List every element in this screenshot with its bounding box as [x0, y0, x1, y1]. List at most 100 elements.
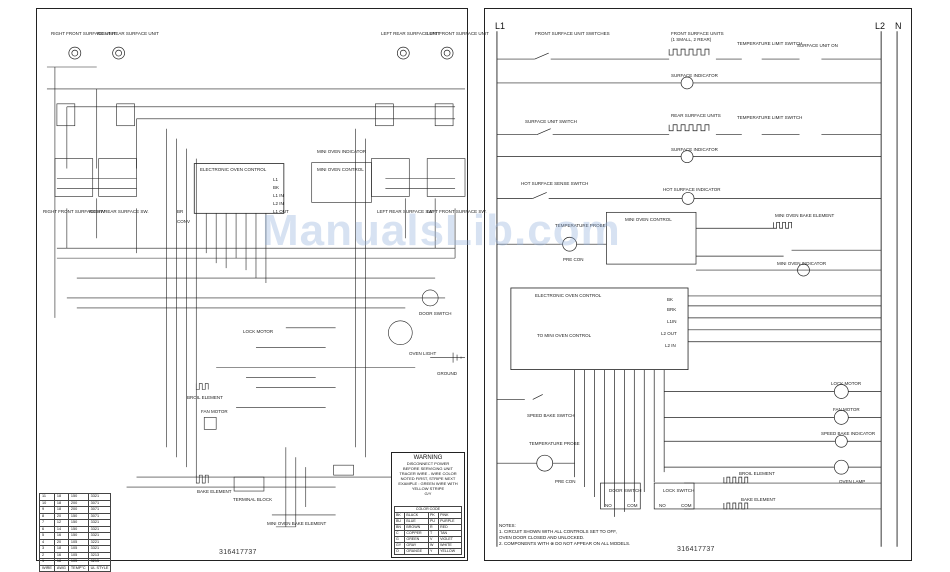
- hot-surface-switch-label: HOT SURFACE SENSE SWITCH: [521, 181, 589, 186]
- warning-line: DISCONNECT POWER: [406, 461, 450, 466]
- rr-element-label: RIGHT REAR SURFACE UNIT: [97, 31, 159, 36]
- gauge-cell: 3321: [87, 519, 112, 527]
- mini-indicator-label: MINI OVEN INDICATOR: [777, 261, 827, 266]
- warning-line: YELLOW STRIPE: [411, 486, 445, 491]
- rail-n: N: [895, 21, 902, 31]
- lr-switch-label: LEFT REAR SURFACE SW.: [377, 209, 434, 214]
- warning-line: BEFORE SERVICING UNIT: [403, 466, 453, 471]
- lock-switch-label: LOCK SWITCH: [663, 488, 695, 493]
- wiring-schematic: [46, 46, 466, 528]
- color-code-cell: ORANGE: [404, 548, 429, 555]
- front-switch-label: FRONT SURFACE UNIT SWITCHES: [535, 31, 610, 36]
- gauge-cell: 12: [53, 519, 69, 527]
- rail-l1: L1: [495, 21, 506, 31]
- gauge-cell: 20: [53, 512, 69, 520]
- ladder-schematic: [496, 31, 898, 547]
- fan-motor-label: FAN MOTOR: [201, 409, 228, 414]
- broil-element-label: BROIL ELEMENT: [187, 395, 223, 400]
- door-no-label: NO: [605, 503, 612, 508]
- notes-title: NOTES:: [499, 523, 516, 528]
- mini-bake-label: MINI OVEN BAKE ELEMENT: [775, 213, 835, 218]
- temp-probe-label-1: TEMPERATURE PROBE: [555, 223, 606, 228]
- lock-com-label: COM: [681, 503, 692, 508]
- gauge-cell: 3215: [87, 558, 112, 566]
- gauge-cell: 16: [53, 532, 69, 540]
- rear-units-label: REAR SURFACE UNITS: [671, 113, 721, 118]
- rf-element-label: RIGHT FRONT SURFACE UNIT: [51, 31, 116, 36]
- mini-oven-control-label: MINI OVEN CONTROL: [625, 217, 672, 222]
- eoc-term-bk: BK: [273, 185, 280, 190]
- eoc-term-l2out: L2 OUT: [661, 331, 677, 336]
- color-code-cell: Y: [427, 548, 440, 555]
- door-switch-label: DOOR SWITCH: [419, 311, 452, 316]
- gauge-cell: 16: [53, 551, 69, 559]
- lf-switch-label: LEFT FRONT SURFACE SW.: [427, 209, 487, 214]
- fan-motor-label: FAN MOTOR: [833, 407, 860, 412]
- mini-oven-control-label: MINI OVEN CONTROL: [317, 167, 364, 172]
- gauge-cell: 3321: [87, 545, 112, 553]
- oven-light-label: OVEN LIGHT: [409, 351, 437, 356]
- rr-switch-label: RIGHT REAR SURFACE SW.: [89, 209, 149, 214]
- color-code-cell: YELLOW: [438, 548, 462, 555]
- eoc-term-bk: BK: [667, 297, 674, 302]
- note-item: 2. COMPONENTS WITH ⊗ DO NOT APPEAR ON AL…: [499, 541, 631, 546]
- gauge-cell: 20: [53, 538, 69, 546]
- eoc-term-l1in: L1IN: [667, 319, 677, 324]
- speed-bake-switch-label: SPEED BAKE SWITCH: [527, 413, 575, 418]
- warning-line: G/Y: [424, 491, 432, 496]
- lock-no-label: NO: [659, 503, 666, 508]
- lr-element-label: LEFT REAR SURFACE UNIT: [381, 31, 440, 36]
- gauge-cell: 3221: [87, 538, 112, 546]
- schematic-diagram-panel: L1 L2 N FRONT SURFACE UNIT SWITCHES FRON…: [484, 8, 912, 561]
- surface-switch-label: SURFACE UNIT SWITCH: [525, 119, 577, 124]
- bake-element-label: BAKE ELEMENT: [197, 489, 232, 494]
- door-com-label: COM: [627, 503, 638, 508]
- pre-con-label-2: PRE CON: [555, 479, 576, 484]
- oven-lamp-label: OVEN LAMP: [839, 479, 866, 484]
- gauge-cell: 3321: [87, 525, 112, 533]
- broil-element-label: BROIL ELEMENT: [739, 471, 775, 476]
- part-number: 316417737: [677, 546, 715, 553]
- eoc-term-br: BR: [177, 209, 184, 214]
- rail-l2: L2: [875, 21, 886, 31]
- gauge-cell: 3071: [87, 506, 112, 514]
- note-item: OVEN DOOR CLOSED AND UNLOCKED.: [499, 535, 585, 540]
- gauge-cell: 18: [53, 545, 69, 553]
- color-code-cell: O: [393, 548, 406, 555]
- bake-element-label: BAKE ELEMENT: [741, 497, 776, 502]
- gauge-cell: 3213: [87, 551, 112, 559]
- surface-indicator-1: SURFACE INDICATOR: [671, 73, 718, 78]
- eoc-term-l1-out: L1 OUT: [273, 209, 289, 214]
- lf-element-label: LEFT FRONT SURFACE UNIT: [427, 31, 489, 36]
- warning-line: EXAMPLE : GREEN WIRE WITH: [398, 481, 458, 486]
- warning-title: WARNING: [413, 455, 443, 461]
- gauge-cell: 18: [53, 558, 69, 566]
- gauge-cell: 18: [53, 506, 69, 514]
- terminal-block-label: TERMINAL BLOCK: [233, 497, 273, 502]
- surface-indicator-2: SURFACE INDICATOR: [671, 147, 718, 152]
- surface-on-label: SURFACE UNIT ON: [797, 43, 838, 48]
- front-units-sub: (1 SMALL, 2 REAR): [671, 37, 712, 42]
- door-switch-label: DOOR SWITCH: [609, 488, 642, 493]
- gauge-cell: 14: [53, 525, 69, 533]
- warning-box: WARNING DISCONNECT POWER BEFORE SERVICIN…: [391, 452, 465, 558]
- part-number: 316417737: [219, 549, 257, 556]
- warning-line: NOTED FIRST, STRIPE NEXT: [400, 476, 456, 481]
- front-units-label: FRONT SURFACE UNITS: [671, 31, 724, 36]
- mini-oven-indicator-label: MINI OVEN INDICATOR: [317, 149, 367, 154]
- eoc-term-l2-in: L2 IN: [273, 201, 284, 206]
- eoc-term-brk: BRK: [667, 307, 677, 312]
